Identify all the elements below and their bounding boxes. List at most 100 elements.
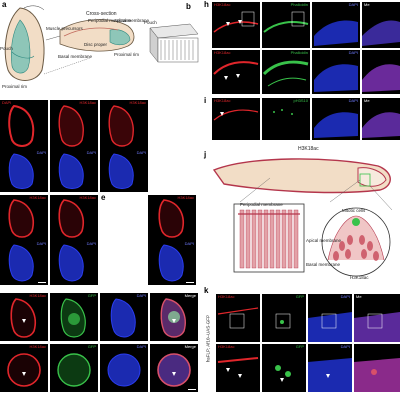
channel-label: H3K18ac bbox=[79, 195, 96, 200]
micro-tile-row1-1: DAPI bbox=[0, 100, 48, 150]
panel-label-k: k bbox=[204, 286, 209, 295]
channel-label: Merge bbox=[184, 344, 196, 349]
wing-disc-j-schematic bbox=[212, 158, 393, 277]
label-pouch: Pouch bbox=[144, 20, 157, 25]
channel-label: pH3S10 bbox=[293, 98, 308, 103]
micro-tile-i4: Me bbox=[362, 98, 400, 140]
panel-label-b: b bbox=[186, 2, 191, 11]
label-proximal-rim-top: Proximal rim bbox=[114, 52, 140, 57]
panel-label-a: a bbox=[2, 0, 7, 9]
channel-label: DAPI bbox=[136, 293, 146, 298]
label-j-mitotic-cells: Mitotic cells bbox=[342, 208, 366, 213]
channel-label: DAPI bbox=[86, 241, 96, 246]
label-j-apical-membrane: Apical membrane bbox=[306, 238, 342, 243]
micro-tile-e-blue: DAPI bbox=[148, 241, 196, 285]
micro-tile-row6-2: GFP bbox=[50, 344, 98, 392]
channel-label: GFP bbox=[295, 294, 304, 299]
label-muscle-precursors: Muscle precursors bbox=[46, 26, 83, 31]
panel-label-e: e bbox=[101, 193, 106, 202]
micro-tile-i2: pH3S10 bbox=[262, 98, 310, 140]
micro-tile-k2: GFP bbox=[262, 294, 306, 342]
micro-tile-e-red: H3K18ac bbox=[148, 195, 196, 241]
channel-label: H3K18ac bbox=[29, 195, 46, 200]
micro-tile-row2-3: DAPI bbox=[100, 150, 148, 192]
micro-tile-h4: Me bbox=[362, 2, 400, 48]
label-basal-membrane: Basal membrane bbox=[58, 54, 93, 59]
micro-tile-row6-3: DAPI bbox=[100, 344, 148, 392]
micro-tile-row4-2: DAPI bbox=[50, 241, 98, 285]
panel-label-j: j bbox=[204, 150, 207, 159]
micro-tile-k5: H3K18ac bbox=[216, 344, 260, 392]
micro-tile-i3: DAPI bbox=[312, 98, 360, 140]
channel-label: H3K18ac bbox=[29, 344, 46, 349]
micro-tile-k3: DAPI bbox=[308, 294, 352, 342]
channel-label: H3K18ac bbox=[218, 344, 235, 349]
channel-label: H3K18ac bbox=[218, 294, 235, 299]
channel-label: DAPI bbox=[86, 150, 96, 155]
panel-label-i: i bbox=[204, 96, 207, 105]
genotype-k: hsFLP; Af10–UAS-GFP bbox=[205, 314, 211, 363]
label-disc-proper: Disc proper bbox=[84, 42, 108, 47]
micro-tile-row5-4: Merge bbox=[150, 293, 198, 341]
micro-tile-row3-2: H3K18ac bbox=[50, 195, 98, 241]
channel-label: Me bbox=[356, 294, 362, 299]
channel-label: DAPI bbox=[340, 344, 350, 349]
channel-label: DAPI bbox=[36, 150, 46, 155]
micro-tile-row1-3: H3K18ac bbox=[100, 100, 148, 150]
label-peripodial-membrane: Peripodial membrane bbox=[88, 18, 131, 23]
channel-label: DAPI bbox=[36, 241, 46, 246]
micro-tile-h7: DAPI bbox=[312, 50, 360, 94]
panel-label-h: h bbox=[204, 0, 209, 9]
label-cross-section: Cross-section bbox=[86, 11, 117, 17]
channel-label: DAPI bbox=[340, 294, 350, 299]
channel-label: DAPI bbox=[348, 50, 358, 55]
channel-label: DAPI bbox=[136, 150, 146, 155]
micro-tile-row4-1: DAPI bbox=[0, 241, 48, 285]
micro-tile-row5-3: DAPI bbox=[100, 293, 148, 341]
micro-tile-h5: H3K18ac bbox=[212, 50, 260, 94]
scale-bar bbox=[188, 389, 196, 390]
channel-label: DAPI bbox=[136, 344, 146, 349]
wing-disc-schematic bbox=[4, 5, 199, 81]
channel-label: GFP bbox=[295, 344, 304, 349]
micro-tile-k7: DAPI bbox=[308, 344, 352, 392]
micro-tile-h3: DAPI bbox=[312, 2, 360, 48]
micro-tile-row2-2: DAPI bbox=[50, 150, 98, 192]
scale-bar bbox=[186, 282, 194, 283]
channel-label: DAPI bbox=[348, 2, 358, 7]
channel-label: Me bbox=[364, 2, 370, 7]
micro-tile-row1-2: H3K18ac bbox=[50, 100, 98, 150]
micro-tile-h1: H3K18ac bbox=[212, 2, 260, 48]
micro-tile-i1: H3K18ac bbox=[212, 98, 260, 140]
channel-label: Phalloidin bbox=[290, 50, 308, 55]
label-apical-membrane: Apical membrane bbox=[114, 18, 150, 23]
channel-label: H3K18ac bbox=[214, 50, 231, 55]
channel-label: GFP bbox=[87, 344, 96, 349]
channel-label: DAPI bbox=[2, 100, 12, 105]
j-title: H3K18ac bbox=[298, 146, 319, 152]
label-pouch-left: Pouch bbox=[0, 46, 13, 51]
label-j-h3k18ac: H3K18ac bbox=[350, 275, 369, 280]
scale-bar bbox=[38, 282, 46, 283]
micro-tile-row5-1: H3K18ac bbox=[0, 293, 48, 341]
channel-label: Merge bbox=[184, 293, 196, 298]
channel-label: Phalloidin bbox=[290, 2, 308, 7]
micro-tile-k4: Me bbox=[354, 294, 400, 342]
micro-tile-k1: H3K18ac bbox=[216, 294, 260, 342]
channel-label: H3K18ac bbox=[79, 100, 96, 105]
label-j-basal-membrane: Basal membrane bbox=[306, 262, 341, 267]
micro-tile-row6-1: H3K18ac bbox=[0, 344, 48, 392]
channel-label: H3K18ac bbox=[177, 195, 194, 200]
micro-tile-k6: GFP bbox=[262, 344, 306, 392]
channel-label: GFP bbox=[87, 293, 96, 298]
micro-tile-h8 bbox=[362, 50, 400, 94]
micro-tile-row5-2: GFP bbox=[50, 293, 98, 341]
micro-tile-k8 bbox=[354, 344, 400, 392]
channel-label: DAPI bbox=[184, 241, 194, 246]
micro-tile-row6-4: Merge bbox=[150, 344, 198, 392]
micro-tile-row3-1: H3K18ac bbox=[0, 195, 48, 241]
micro-tile-h6: Phalloidin bbox=[262, 50, 310, 94]
channel-label: H3K18ac bbox=[214, 98, 231, 103]
channel-label: H3K18ac bbox=[214, 2, 231, 7]
channel-label: H3K18ac bbox=[129, 100, 146, 105]
